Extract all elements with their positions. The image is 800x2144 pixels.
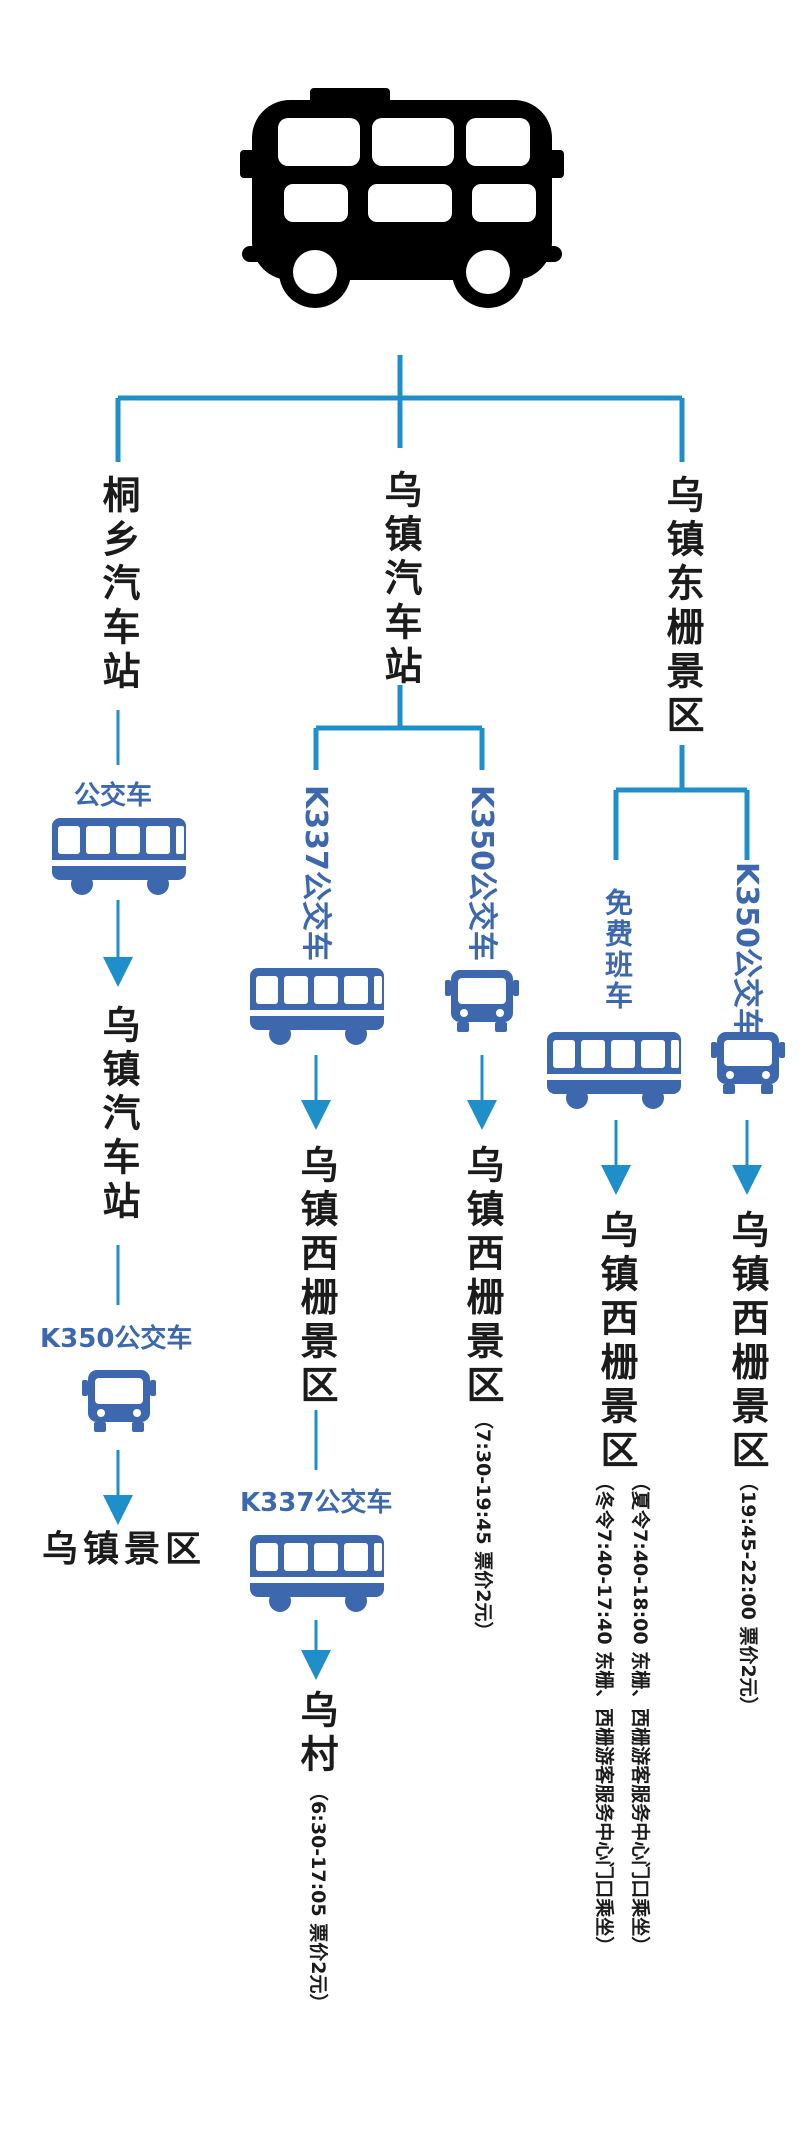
origin-label: 乌镇东栅景区 (660, 475, 704, 739)
route-label: K350公交车 (464, 785, 499, 961)
bus-side-icon (250, 968, 384, 1045)
destination-label: 乌镇景区 (42, 1529, 207, 1570)
route-label: 免费班车 (601, 888, 634, 1012)
route-label: K337公交车 (298, 785, 333, 961)
schedule-note: （7:30-19:45 票价2元） (472, 1410, 494, 1641)
route-label: K350公交车 (729, 862, 764, 1038)
bus-side-icon (52, 818, 186, 895)
route-label: 公交车 (74, 781, 153, 811)
bus-side-icon (547, 1032, 681, 1109)
bus-side-icon (250, 1535, 384, 1612)
destination-label: 乌村 (294, 1690, 338, 1778)
origin-label: 乌镇汽车站 (378, 470, 422, 690)
destination-label: 乌镇西栅景区 (594, 1210, 638, 1474)
destination-label: 乌镇西栅景区 (460, 1145, 504, 1409)
stop-label: 乌镇汽车站 (96, 1005, 140, 1225)
bus-front-icon (711, 1032, 785, 1094)
double-decker-bus-icon (240, 88, 564, 308)
schedule-note: （夏令7:40-18:00 东栅、西栅游客服务中心门口乘坐） (629, 1472, 651, 1956)
schedule-note: （6:30-17:05 票价2元） (307, 1782, 329, 2013)
route-label: K350公交车 (40, 1324, 193, 1354)
origin-label: 桐乡汽车站 (96, 475, 140, 695)
bus-front-icon (445, 970, 519, 1032)
schedule-note: （冬令7:40-17:40 东栅、西栅游客服务中心门口乘坐） (593, 1472, 615, 1956)
route-label: K337公交车 (240, 1488, 393, 1518)
schedule-note: （19:45-22:00 票价2元） (737, 1472, 759, 1716)
destination-label: 乌镇西栅景区 (725, 1210, 769, 1474)
bus-front-icon (82, 1370, 156, 1432)
destination-label: 乌镇西栅景区 (294, 1145, 338, 1409)
